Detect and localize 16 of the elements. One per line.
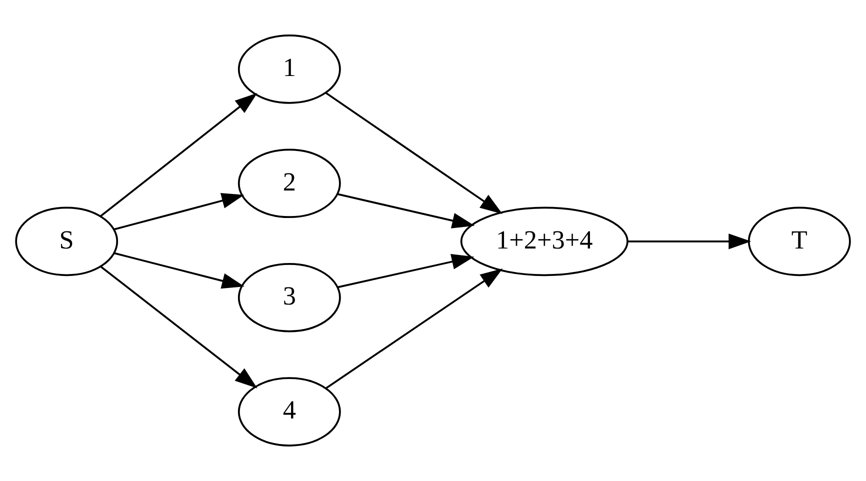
node-ellipse: 3 bbox=[238, 262, 341, 332]
arrow bbox=[326, 268, 503, 389]
node-ellipse: 2 bbox=[238, 148, 341, 218]
arrow bbox=[100, 266, 258, 388]
node-ellipse: S bbox=[15, 206, 118, 276]
arrow bbox=[325, 92, 502, 214]
arrow bbox=[338, 254, 474, 288]
node-ellipse: 1+2+3+4 bbox=[460, 206, 628, 276]
arrow bbox=[100, 92, 258, 217]
arrow bbox=[627, 234, 752, 250]
arrow bbox=[114, 252, 244, 289]
node-ellipse: 4 bbox=[238, 377, 341, 446]
node-ellipse: T bbox=[748, 206, 851, 276]
arrow bbox=[114, 193, 244, 230]
node-ellipse: 1 bbox=[238, 34, 341, 104]
arrow bbox=[338, 193, 475, 228]
